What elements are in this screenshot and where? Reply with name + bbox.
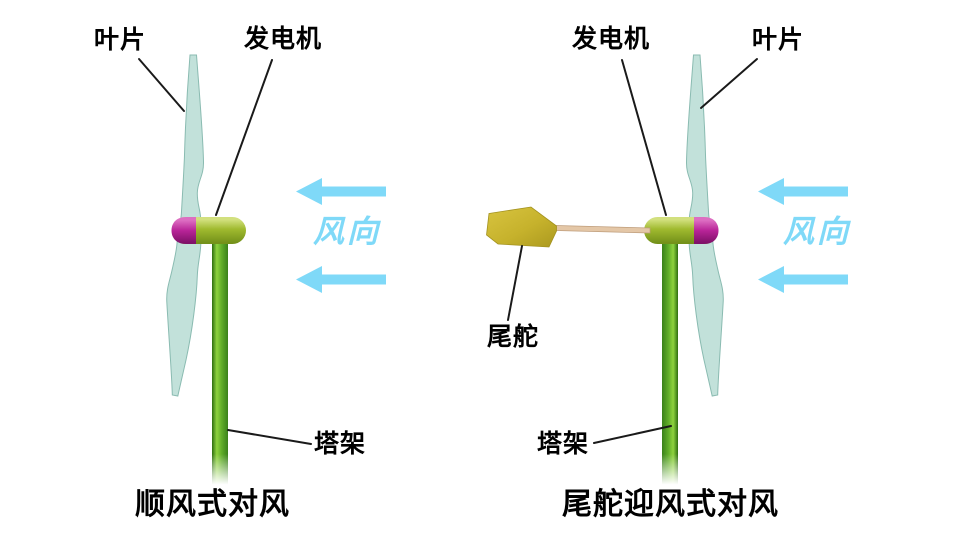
right-wind-label: 风向 [783,214,851,249]
leader-left-generator [215,59,273,216]
right-tower-label: 塔架 [537,430,590,458]
left-generator-label: 发电机 [244,25,323,53]
rudder-label: 尾舵 [487,323,540,351]
right-generator-label: 发电机 [572,25,651,53]
left-blade-label: 叶片 [94,26,147,54]
wind-arrow-icon [296,178,386,205]
leader-left-tower [227,429,312,445]
tail-boom-shape [555,225,651,234]
left-wind-label: 风向 [313,214,381,249]
tail-rudder-shape [486,206,557,248]
wind-arrow-icon [758,178,848,205]
right-blade-label: 叶片 [752,26,805,54]
leader-left-blade [138,58,185,112]
left-tower-label: 塔架 [314,430,367,458]
wind-arrow-icon [758,266,848,293]
left-caption: 顺风式对风 [135,488,290,521]
leader-right-tower [593,425,672,444]
leader-right-generator [621,59,667,216]
left-turbine-graphic [166,54,247,491]
wind-arrow-icon [296,266,386,293]
leader-right-blade [700,58,758,109]
leader-rudder [507,245,523,321]
leader-lines [138,58,758,445]
right-caption: 尾舵迎风式对风 [562,488,779,521]
right-turbine-graphic [643,54,724,491]
